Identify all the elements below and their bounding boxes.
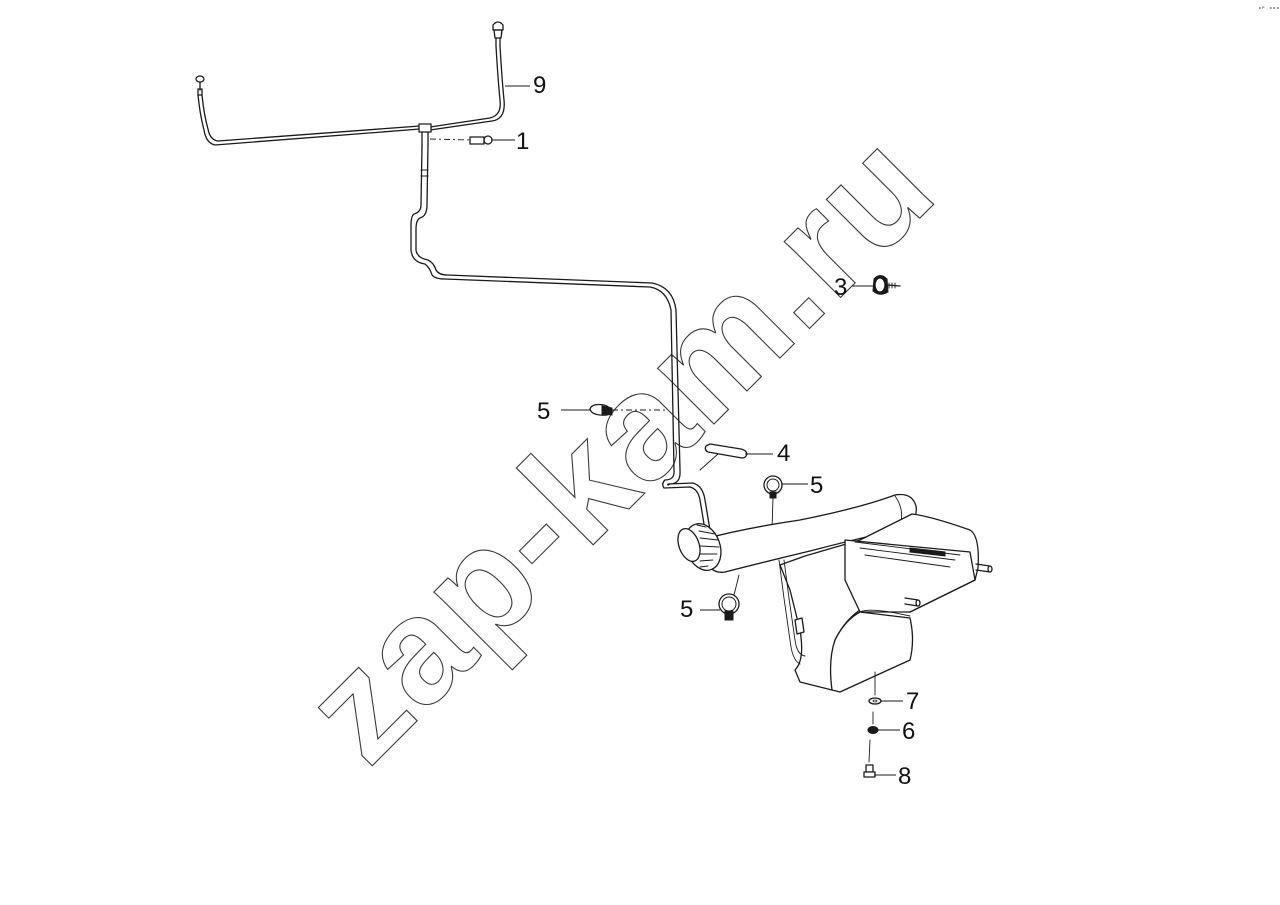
callout-1: 1 bbox=[516, 128, 529, 155]
connector-part-1 bbox=[429, 135, 493, 145]
callout-3: 3 bbox=[834, 274, 847, 301]
watermark-text: zap-kam.ru bbox=[272, 100, 965, 793]
washer-reservoir bbox=[677, 493, 993, 696]
clamp-part-5c bbox=[718, 574, 740, 621]
left-nozzle bbox=[195, 75, 205, 96]
callout-8: 8 bbox=[898, 763, 911, 790]
washer-part-7 bbox=[868, 697, 882, 705]
hose-clip-part-4 bbox=[699, 443, 748, 471]
clamp-part-5a bbox=[589, 403, 668, 416]
callout-5-lower: 5 bbox=[680, 596, 693, 623]
watermark: zap-kam.ru bbox=[271, 99, 965, 793]
callout-9: 9 bbox=[533, 72, 546, 99]
callout-7: 7 bbox=[906, 688, 919, 715]
clip-part-3 bbox=[872, 275, 901, 295]
leader-lines bbox=[492, 85, 903, 776]
right-nozzle bbox=[492, 21, 504, 47]
nut-part-6 bbox=[867, 711, 879, 734]
callout-4: 4 bbox=[777, 440, 790, 467]
washer-pipe-part-9 bbox=[195, 21, 712, 537]
bolt-part-8 bbox=[863, 739, 876, 778]
filler-cap bbox=[677, 523, 722, 571]
callout-numbers: 9 1 3 5 4 5 5 7 6 8 bbox=[516, 72, 919, 790]
callout-5-upper: 5 bbox=[537, 398, 550, 425]
corner-mark: ᵒᴾ ᵒᵒᵒ bbox=[1258, 6, 1280, 13]
callout-5-right: 5 bbox=[810, 472, 823, 499]
callout-6: 6 bbox=[902, 718, 915, 745]
